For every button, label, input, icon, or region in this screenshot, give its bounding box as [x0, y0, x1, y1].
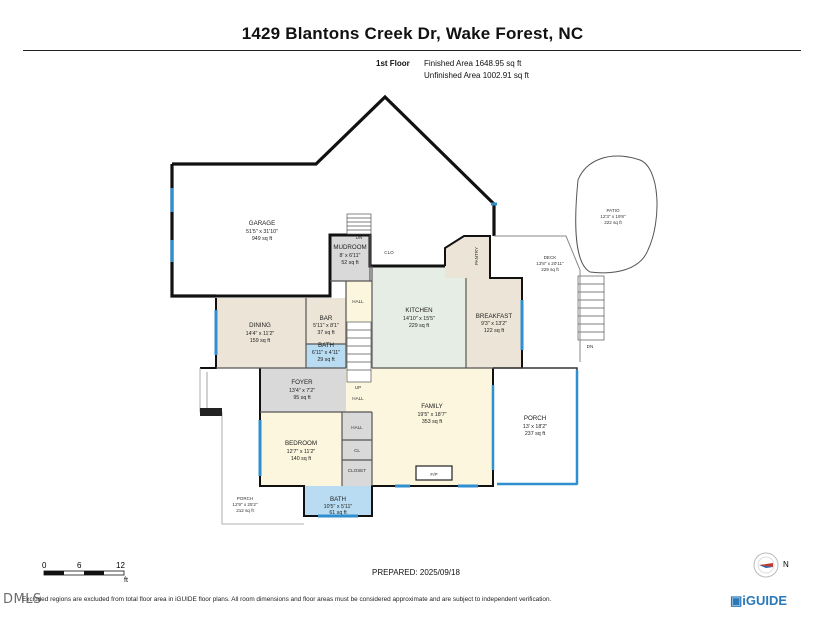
deck-name: DECK	[544, 255, 558, 260]
dining-name: DINING	[249, 322, 271, 329]
hall-label-2: HALL	[352, 396, 364, 401]
finished-area: Finished Area 1648.95 sq ft	[424, 59, 522, 68]
pantry-fill	[445, 236, 490, 278]
hall-label-1: HALL	[352, 299, 364, 304]
foyer-dim: 13'4" x 7'2"	[289, 388, 315, 394]
porch-post	[200, 408, 222, 416]
dn-label-top: DN	[356, 235, 363, 240]
breakfast-area: 122 sq ft	[484, 328, 505, 334]
scale-tick-6: 6	[77, 561, 82, 570]
iguide-logo-icon: ▣	[730, 593, 743, 608]
foyer-fill	[260, 368, 346, 412]
bath2-name: BATH	[330, 496, 346, 503]
bath2-fill	[304, 486, 372, 516]
scale-tick-12: 12	[116, 561, 125, 570]
porch-east-area: 237 sq ft	[525, 431, 546, 437]
fp-label: F/P	[430, 472, 437, 477]
kitchen-area: 229 sq ft	[409, 323, 430, 329]
garage-name: GARAGE	[249, 220, 275, 227]
mudroom-name: MUDROOM	[333, 244, 366, 251]
unfinished-area: Unfinished Area 1002.91 sq ft	[424, 71, 529, 80]
family-area: 353 sq ft	[422, 419, 443, 425]
compass-icon: N	[753, 552, 789, 578]
deck-outline	[494, 235, 581, 362]
up-label: UP	[355, 385, 361, 390]
compass-north-label: N	[783, 560, 789, 569]
bedroom-name: BEDROOM	[285, 440, 317, 447]
dining-fill	[216, 298, 306, 368]
patio-outline	[575, 155, 658, 274]
kitchen-dim: 14'10" x 15'5"	[403, 316, 435, 322]
garage-wall-west	[170, 164, 216, 298]
iguide-logo-text: iGUIDE	[742, 593, 788, 608]
bath1-dim: 6'11" x 4'11"	[312, 350, 340, 356]
kitchen-name: KITCHEN	[405, 307, 432, 314]
breakfast-dim: 9'3" x 13'2"	[481, 321, 507, 327]
bath1-fill	[306, 344, 346, 368]
mudroom-dim: 8' x 6'11"	[340, 253, 361, 259]
bath1-name: BATH	[318, 342, 334, 349]
porch-west-dim: 12'9" x 25'2"	[232, 502, 258, 507]
patio-dim: 12'3" x 19'8"	[600, 214, 626, 219]
pantry-wall	[444, 235, 523, 368]
mudroom-area: 52 sq ft	[341, 260, 359, 266]
clo-label: CLO	[384, 250, 394, 255]
garage-wall-south	[216, 233, 445, 298]
closet-fill	[342, 412, 372, 486]
mudroom-fill	[330, 235, 370, 281]
deck-dim: 13'8" x 20'11"	[536, 261, 564, 266]
porch-east-dim: 13' x 18'2"	[523, 424, 547, 430]
prepared-date: PREPARED: 2025/09/18	[372, 568, 460, 577]
porch-west-area: 212 sq ft	[236, 508, 254, 513]
patio-name: PATIO	[606, 208, 620, 213]
bath1-area: 29 sq ft	[317, 357, 335, 363]
breakfast-fill	[466, 278, 522, 368]
deck-area: 229 sq ft	[541, 267, 559, 272]
garage-dim: 51'5" x 31'10"	[246, 229, 278, 235]
bedroom-fill	[260, 412, 342, 486]
bar-name: BAR	[320, 315, 333, 322]
bar-fill	[306, 298, 346, 344]
dining-west-wall	[200, 298, 217, 369]
bar-dim: 5'11" x 8'1"	[313, 323, 339, 329]
bath2-dim: 10'5" x 5'11"	[324, 504, 353, 510]
patio-area: 222 sq ft	[604, 220, 622, 225]
foyer-area: 95 sq ft	[293, 395, 311, 401]
hall-label-3: HALL	[351, 425, 363, 430]
floor-label: 1st Floor	[376, 58, 410, 69]
title-rule	[23, 50, 801, 51]
iguide-logo: ▣iGUIDE	[730, 593, 787, 609]
page-title: 1429 Blantons Creek Dr, Wake Forest, NC	[241, 24, 584, 43]
scale-tick-0: 0	[42, 561, 47, 570]
disclaimer-text: Excluded regions are excluded from total…	[22, 596, 552, 603]
closet-label: CLOSET	[348, 468, 367, 473]
dn-label-deck: DN	[587, 344, 594, 349]
kitchen-fill	[372, 266, 466, 368]
scale-bar: 0 6 12 ft	[42, 561, 128, 584]
porch-east-name: PORCH	[524, 415, 546, 422]
breakfast-name: BREAKFAST	[476, 313, 513, 320]
garage-area: 949 sq ft	[252, 236, 273, 242]
fireplace	[415, 465, 453, 481]
cl-label: CL	[354, 448, 360, 453]
family-name: FAMILY	[421, 403, 443, 410]
garage-wall-north	[172, 94, 496, 236]
dining-dim: 14'4" x 11'2"	[246, 331, 275, 337]
floor-name: 1st Floor	[376, 59, 410, 68]
bar-area: 37 sq ft	[317, 330, 335, 336]
foyer-name: FOYER	[291, 379, 313, 386]
mls-watermark: DMLS	[3, 592, 42, 607]
pantry-label: PANTRY	[474, 247, 479, 265]
bedroom-dim: 12'7" x 11'2"	[287, 449, 316, 455]
dining-area: 159 sq ft	[250, 338, 271, 344]
bath2-area: 61 sq ft	[329, 510, 347, 516]
family-dim: 19'5" x 18'7"	[417, 412, 446, 418]
porch-west-name: PORCH	[237, 496, 254, 501]
scale-unit: ft	[124, 577, 128, 584]
bedroom-area: 140 sq ft	[291, 456, 312, 462]
